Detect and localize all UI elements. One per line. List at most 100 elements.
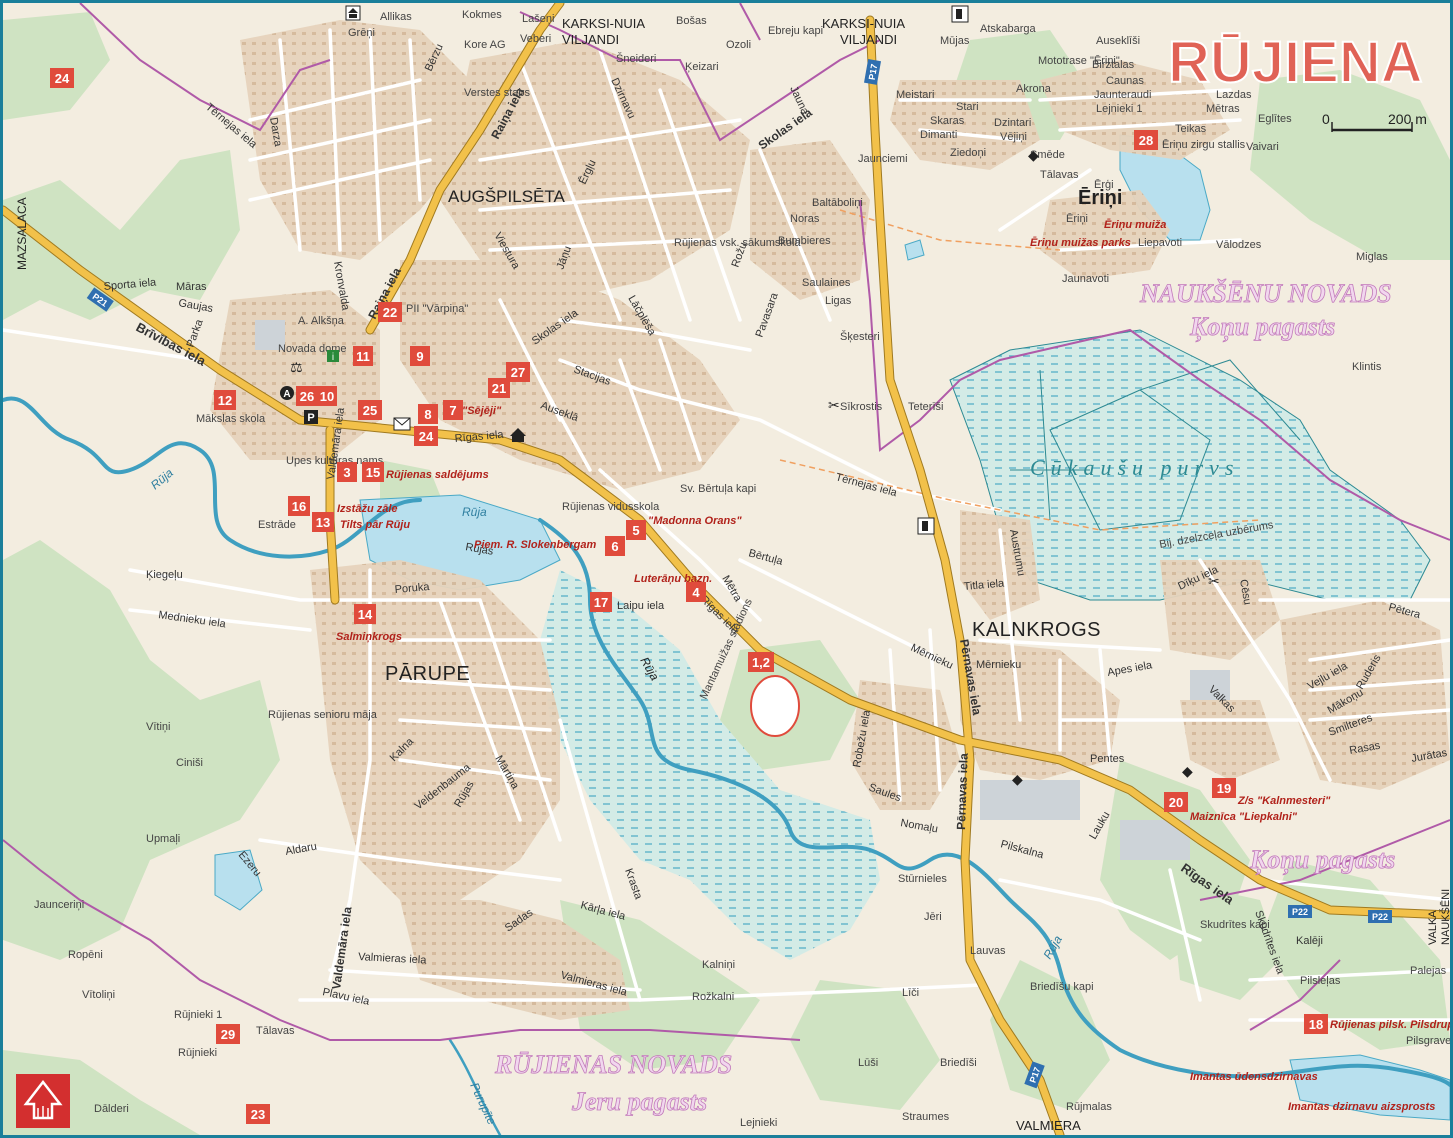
poi-badge[interactable]: 3 — [337, 462, 357, 482]
place-label: Teikas — [1175, 123, 1207, 135]
poi-badge[interactable]: 18 — [1304, 1014, 1328, 1034]
poi-badge[interactable]: 13 — [312, 512, 334, 532]
svg-text:11: 11 — [356, 349, 370, 364]
street-label: Ķiegeļu — [146, 569, 183, 581]
road-number-text: P22 — [1292, 907, 1308, 917]
place-label: Šneideri — [616, 52, 656, 65]
place-label: Klintis — [1352, 361, 1382, 373]
place-label: Jaunavoti — [1062, 273, 1109, 285]
svg-text:VILJANDI: VILJANDI — [562, 32, 619, 47]
direction-valka: VALKA NAUKŠĒNI — [1427, 889, 1452, 945]
church-icon: ◆ — [1182, 764, 1193, 780]
poi-badge[interactable]: 23 — [246, 1104, 270, 1124]
place-label: Tālavas — [1040, 169, 1079, 181]
place-label: Baltāboliņi — [812, 197, 863, 209]
place-label: Stari — [956, 101, 979, 113]
street-label: Rīgas iela — [454, 429, 505, 445]
place-label: Mētras — [1206, 103, 1240, 115]
svg-text:KARKSI-NUIA: KARKSI-NUIA — [562, 16, 645, 31]
place-label: Kokmes — [462, 9, 502, 21]
poi-badge[interactable]: 8 — [418, 404, 438, 424]
place-label: Līči — [902, 987, 919, 999]
place-label: Briedīšu kapi — [1030, 981, 1094, 993]
place-label: Sv. Bērtuļa kapi — [680, 483, 756, 495]
place-label: Birztalas — [1092, 59, 1135, 71]
svg-text:29: 29 — [221, 1027, 235, 1042]
poi-badge[interactable]: 19 — [1212, 778, 1236, 798]
svg-text:◆: ◆ — [1012, 772, 1023, 788]
poi-badge[interactable]: 5 — [626, 520, 646, 540]
poi-badge[interactable]: 28 — [1134, 130, 1158, 150]
poi-badge[interactable]: 17 — [590, 592, 612, 612]
atm-icon: A — [280, 386, 294, 400]
place-label: Kalniņi — [702, 959, 735, 971]
place-label: Liepavoti — [1138, 237, 1182, 249]
svg-text:26: 26 — [300, 389, 314, 404]
road-number-p17-north: P17 — [864, 58, 881, 85]
scale-distance: 200 m — [1388, 111, 1427, 127]
poi-badge[interactable]: 9 — [410, 346, 430, 366]
poi-badge[interactable]: 11 — [353, 346, 373, 366]
svg-text:NAUKŠĒNU NOVADS: NAUKŠĒNU NOVADS — [1139, 279, 1392, 308]
place-label: Pilsleļas — [1300, 975, 1341, 987]
poi-label: Z/s "Kalnmesteri" — [1237, 795, 1331, 807]
svg-text:12: 12 — [218, 393, 232, 408]
svg-text:✂: ✂ — [1208, 574, 1220, 590]
street-label: Kalēji — [1296, 935, 1323, 947]
poi-labels: Izstāžu zāle Luterāņu bazn. "Madonna Ora… — [336, 219, 1453, 1113]
poi-badge[interactable]: 16 — [288, 496, 310, 516]
poi-badge[interactable]: 15 — [362, 462, 384, 482]
place-label: Jaunteraudi — [1094, 89, 1152, 101]
place-label: Rūjienas senioru māja — [268, 709, 378, 721]
admin-border — [2, 2, 1451, 1041]
poi-badge[interactable]: 10 — [317, 386, 337, 406]
poi-badge[interactable]: 24 — [50, 68, 74, 88]
place-label: Lūši — [858, 1057, 878, 1069]
poi-badge[interactable]: 26 — [296, 386, 318, 406]
poi-label: Maiznīca "Liepkalni" — [1190, 811, 1298, 823]
poi-badges: 1,2 3 4 5 6 7 8 9 10 11 12 13 14 15 16 1… — [50, 68, 1328, 1124]
street-label: Aldaru — [284, 841, 317, 858]
post-office-icon — [393, 417, 411, 431]
poi-badge[interactable]: 14 — [354, 604, 376, 624]
scale-bar: 0 200 m — [1322, 111, 1427, 132]
poi-badge[interactable]: 27 — [506, 362, 530, 382]
svg-text:6: 6 — [611, 539, 618, 554]
place-label: Kore AG — [464, 39, 506, 51]
svg-text:9: 9 — [416, 349, 423, 364]
place-label: Ēriņi — [1066, 213, 1088, 225]
place-label: Smēde — [1030, 149, 1065, 161]
svg-text:25: 25 — [363, 403, 377, 418]
place-label: Noras — [790, 213, 820, 225]
district-parupe: PĀRUPE — [385, 662, 470, 685]
poi-badge[interactable]: 6 — [605, 536, 625, 556]
street-label: Pērnavas iela — [954, 753, 971, 830]
place-label: Mūjas — [940, 35, 970, 47]
place-label: Bumbieres — [778, 235, 831, 247]
poi-badge[interactable]: 7 — [443, 400, 463, 420]
svg-text:22: 22 — [383, 305, 397, 320]
place-label: Ķeizari — [685, 61, 719, 73]
poi-badge[interactable]: 1,2 — [748, 652, 774, 672]
poi-badge[interactable]: 29 — [216, 1024, 240, 1044]
svg-text:i: i — [332, 352, 334, 363]
poi-badge[interactable]: 4 — [686, 582, 706, 602]
street-label: Rasas — [1348, 740, 1381, 757]
place-label: Veberi — [520, 33, 551, 45]
svg-text:◆: ◆ — [1182, 764, 1193, 780]
svg-text:7: 7 — [449, 403, 456, 418]
poi-badge[interactable]: 12 — [214, 390, 236, 410]
poi-badge[interactable]: 22 — [378, 302, 402, 322]
poi-label: "Sējēji" — [462, 405, 502, 417]
place-label: Briedīši — [940, 1057, 977, 1069]
poi-badge[interactable]: 24 — [414, 426, 438, 446]
poi-badge[interactable]: 25 — [358, 400, 382, 420]
place-label: Jaunceriņi — [34, 899, 84, 911]
poi-badge[interactable]: 21 — [488, 378, 510, 398]
place-label: Akrona — [1016, 83, 1052, 95]
minor-roads — [1, 28, 1452, 1022]
poi-badge[interactable]: 20 — [1164, 792, 1188, 812]
svg-text:27: 27 — [511, 365, 525, 380]
road-number-text: P17 — [867, 63, 880, 81]
